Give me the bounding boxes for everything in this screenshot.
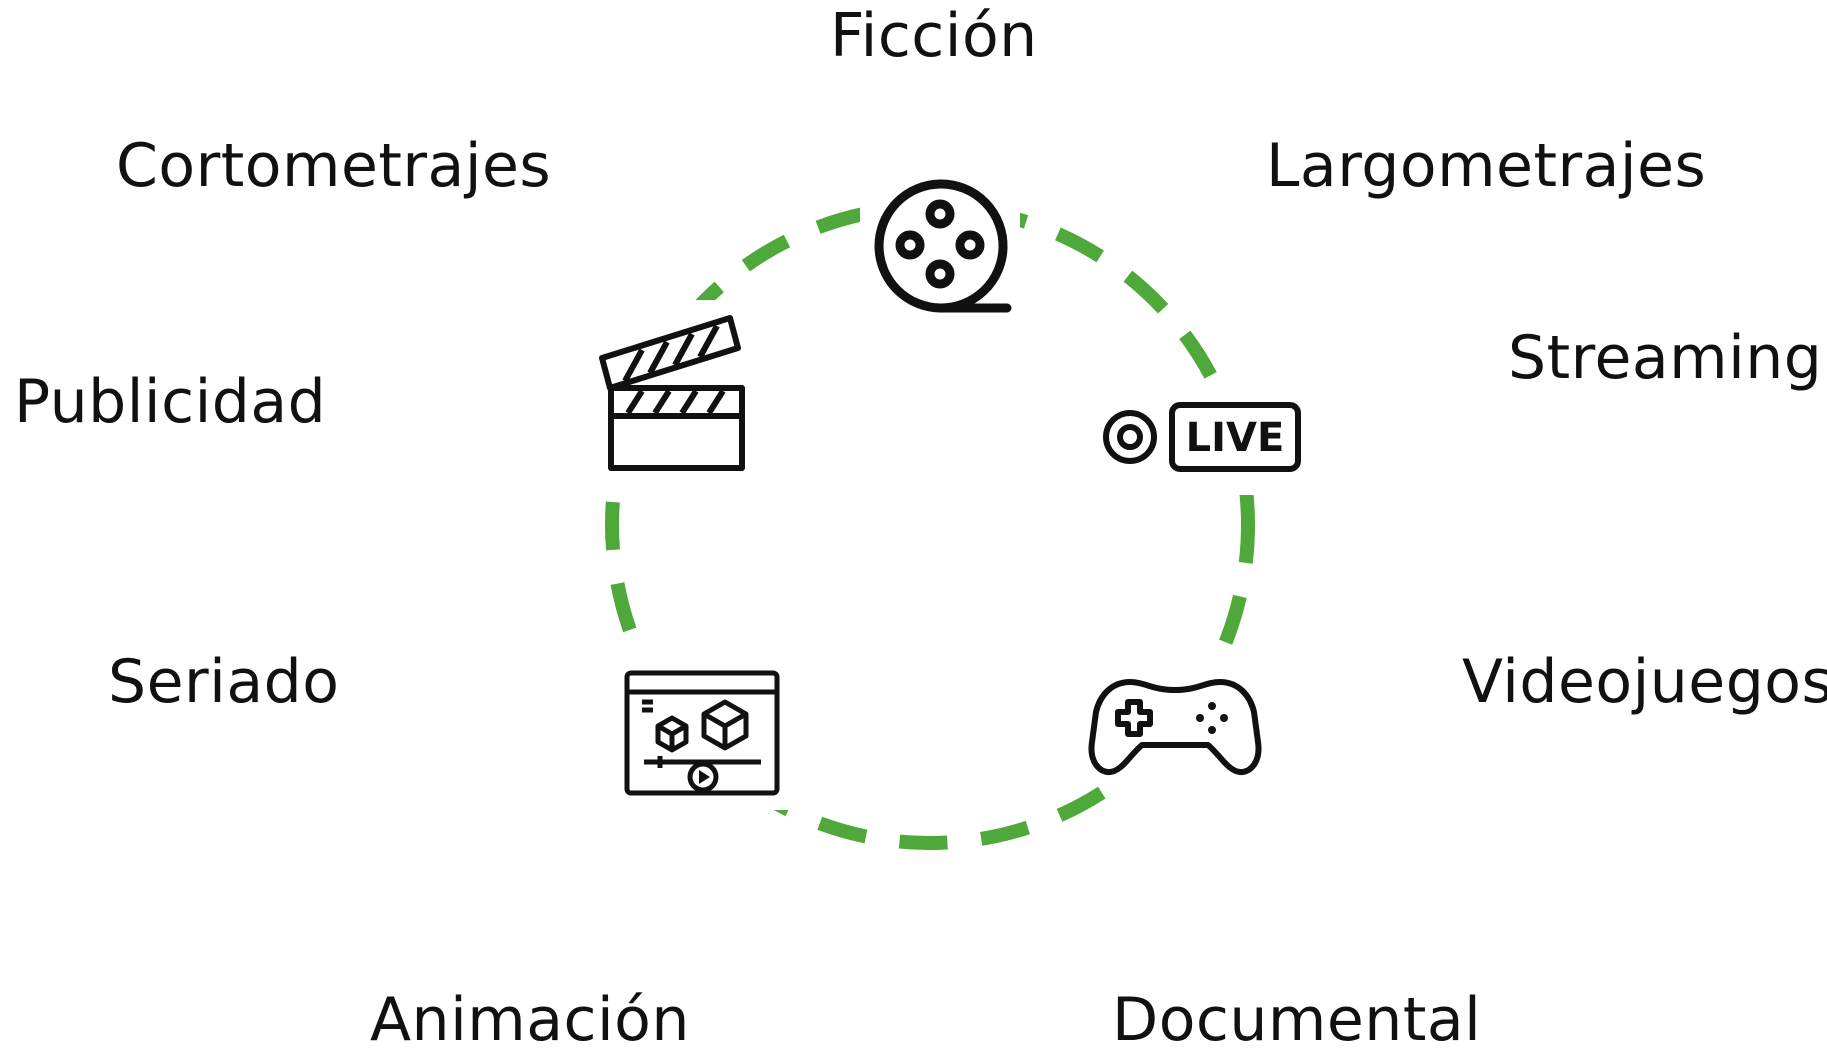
label-documental: Documental bbox=[1112, 985, 1482, 1055]
live-stream-icon: LIVE bbox=[1103, 402, 1301, 472]
label-publicidad: Publicidad bbox=[14, 367, 327, 437]
label-cortometrajes: Cortometrajes bbox=[116, 131, 552, 201]
label-ficcion: Ficción bbox=[830, 1, 1038, 71]
label-videojuegos: Videojuegos bbox=[1462, 647, 1827, 717]
label-streaming: Streaming bbox=[1508, 323, 1823, 393]
gamepad-icon bbox=[1088, 679, 1262, 775]
clapperboard-icon bbox=[599, 315, 745, 471]
live-badge-text: LIVE bbox=[1186, 415, 1285, 461]
film-reel-icon bbox=[874, 179, 1012, 313]
label-animacion: Animación bbox=[370, 985, 690, 1055]
label-largometrajes: Largometrajes bbox=[1266, 131, 1707, 201]
label-seriado: Seriado bbox=[108, 647, 340, 717]
animation-3d-icon bbox=[624, 670, 780, 796]
